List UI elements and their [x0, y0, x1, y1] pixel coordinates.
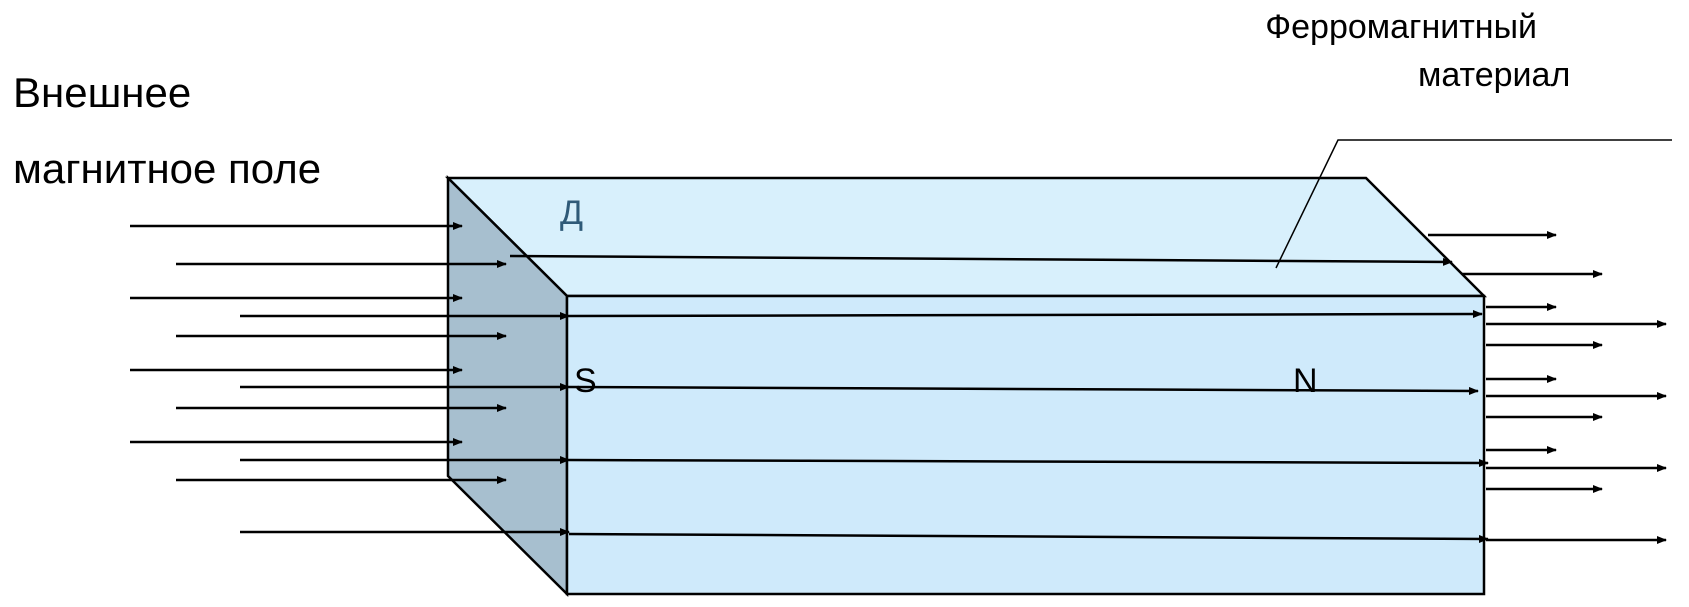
south-pole-label: S	[574, 362, 597, 400]
external-field-label-line2: магнитное поле	[13, 145, 322, 192]
internal-field-arrow	[568, 310, 1483, 319]
outgoing-field-lines	[1428, 231, 1667, 544]
north-pole-label: N	[1293, 362, 1318, 400]
external-field-label-line1: Внешнее	[13, 69, 192, 116]
material-label-line2: материал	[1418, 56, 1571, 94]
internal-field-arrow	[568, 532, 1489, 543]
block-top-face	[444, 176, 1488, 298]
material-leader-line	[1275, 139, 1672, 269]
material-label-line1: Ферромагнитный	[1265, 8, 1537, 46]
block-front-face	[565, 294, 1486, 596]
internal-field-arrow	[509, 254, 1453, 266]
incoming-field-lines	[130, 222, 570, 536]
internal-field-arrow	[568, 385, 1479, 395]
domain-mark-label: Д	[560, 194, 584, 232]
internal-field-lines	[509, 254, 1489, 543]
internal-field-arrow	[568, 458, 1489, 467]
